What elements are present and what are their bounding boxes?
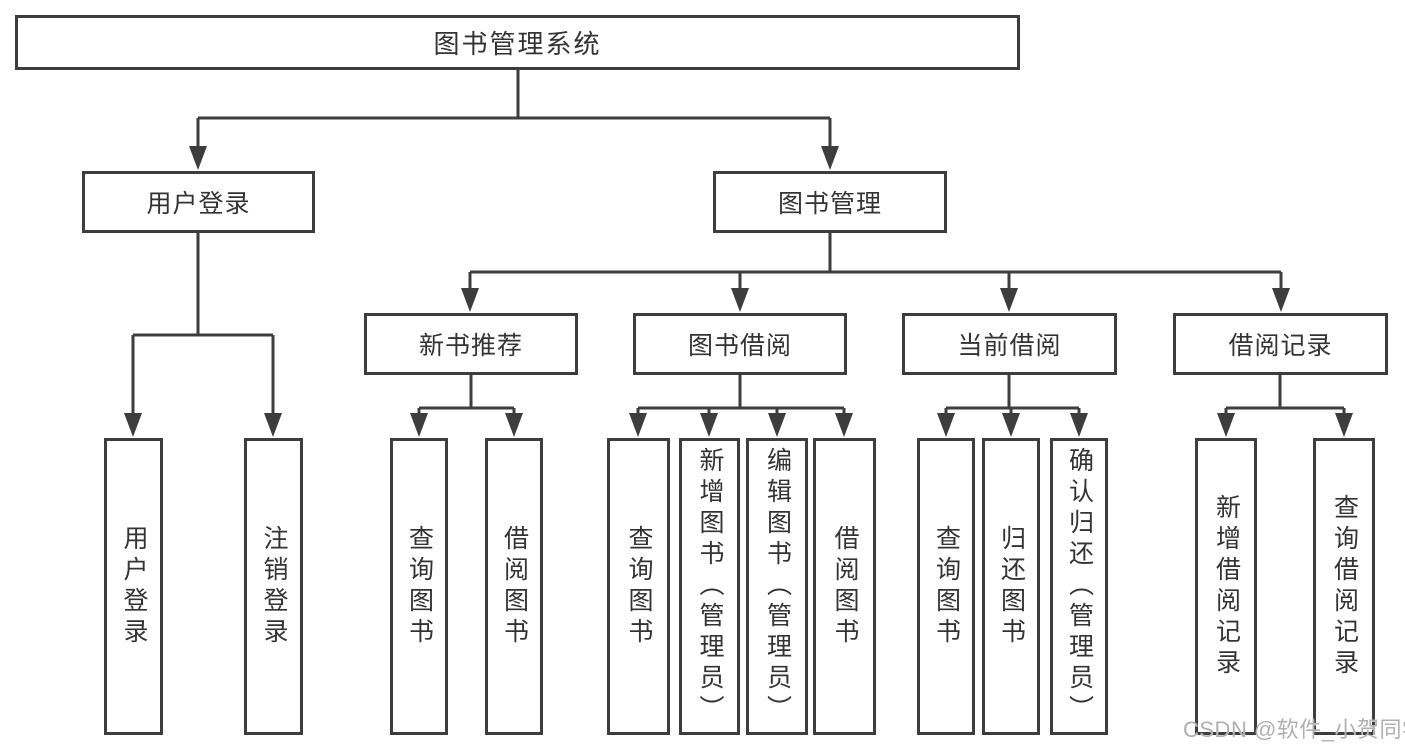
- leaf-newbooks-query-books-label: 查询图书: [405, 524, 434, 649]
- node-current-borrowing-label: 当前借阅: [957, 332, 1062, 360]
- leaf-newbooks-borrow-books-label: 借阅图书: [500, 524, 529, 649]
- leaf-current-confirm-return-admin: 确认归还（管理员）: [1050, 438, 1108, 735]
- leaf-user-login-label: 用户登录: [120, 524, 148, 649]
- leaf-records-query-record: 查询借阅记录: [1313, 438, 1375, 735]
- leaf-borrow-edit-books-admin: 编辑图书（管理员）: [746, 438, 808, 735]
- node-root-system: 图书管理系统: [15, 15, 1020, 70]
- leaf-borrow-add-books-admin: 新增图书（管理员）: [679, 438, 740, 735]
- leaf-records-add-record-label: 新增借阅记录: [1212, 493, 1241, 680]
- leaf-borrow-add-books-admin-label: 新增图书（管理员）: [696, 447, 724, 726]
- leaf-logout: 注销登录: [244, 438, 303, 735]
- leaf-borrow-query-books: 查询图书: [607, 438, 670, 735]
- leaf-current-confirm-return-admin-label: 确认归还（管理员）: [1065, 447, 1094, 726]
- node-book-borrowing: 图书借阅: [633, 313, 847, 375]
- arrowheads: [124, 146, 1353, 437]
- leaf-current-query-books: 查询图书: [917, 438, 975, 735]
- leaf-current-query-books-label: 查询图书: [932, 524, 961, 649]
- node-new-book-recommend: 新书推荐: [364, 313, 578, 375]
- node-book-management-label: 图书管理: [777, 190, 882, 218]
- node-book-management: 图书管理: [713, 171, 947, 233]
- node-user-login-label: 用户登录: [146, 190, 251, 218]
- csdn-watermark: CSDN @软件_小贺同学: [1183, 717, 1405, 742]
- node-new-book-recommend-label: 新书推荐: [418, 332, 523, 360]
- node-borrowing-records-label: 借阅记录: [1228, 332, 1333, 360]
- leaf-user-login: 用户登录: [104, 438, 163, 735]
- node-borrowing-records: 借阅记录: [1173, 313, 1388, 375]
- leaf-current-return-books-label: 归还图书: [997, 524, 1026, 649]
- node-book-borrowing-label: 图书借阅: [687, 332, 792, 360]
- leaf-current-return-books: 归还图书: [982, 438, 1040, 735]
- leaf-borrow-borrow-books-label: 借阅图书: [831, 524, 859, 649]
- leaf-records-add-record: 新增借阅记录: [1195, 438, 1257, 735]
- node-root-label: 图书管理系统: [433, 29, 602, 59]
- node-user-login: 用户登录: [82, 171, 315, 233]
- leaf-borrow-borrow-books: 借阅图书: [813, 438, 876, 735]
- leaf-borrow-query-books-label: 查询图书: [625, 524, 653, 649]
- leaf-logout-label: 注销登录: [260, 524, 288, 649]
- node-current-borrowing: 当前借阅: [902, 313, 1117, 375]
- leaf-newbooks-borrow-books: 借阅图书: [485, 438, 543, 735]
- leaf-newbooks-query-books: 查询图书: [390, 438, 448, 735]
- leaf-borrow-edit-books-admin-label: 编辑图书（管理员）: [763, 447, 792, 726]
- leaf-records-query-record-label: 查询借阅记录: [1330, 493, 1359, 680]
